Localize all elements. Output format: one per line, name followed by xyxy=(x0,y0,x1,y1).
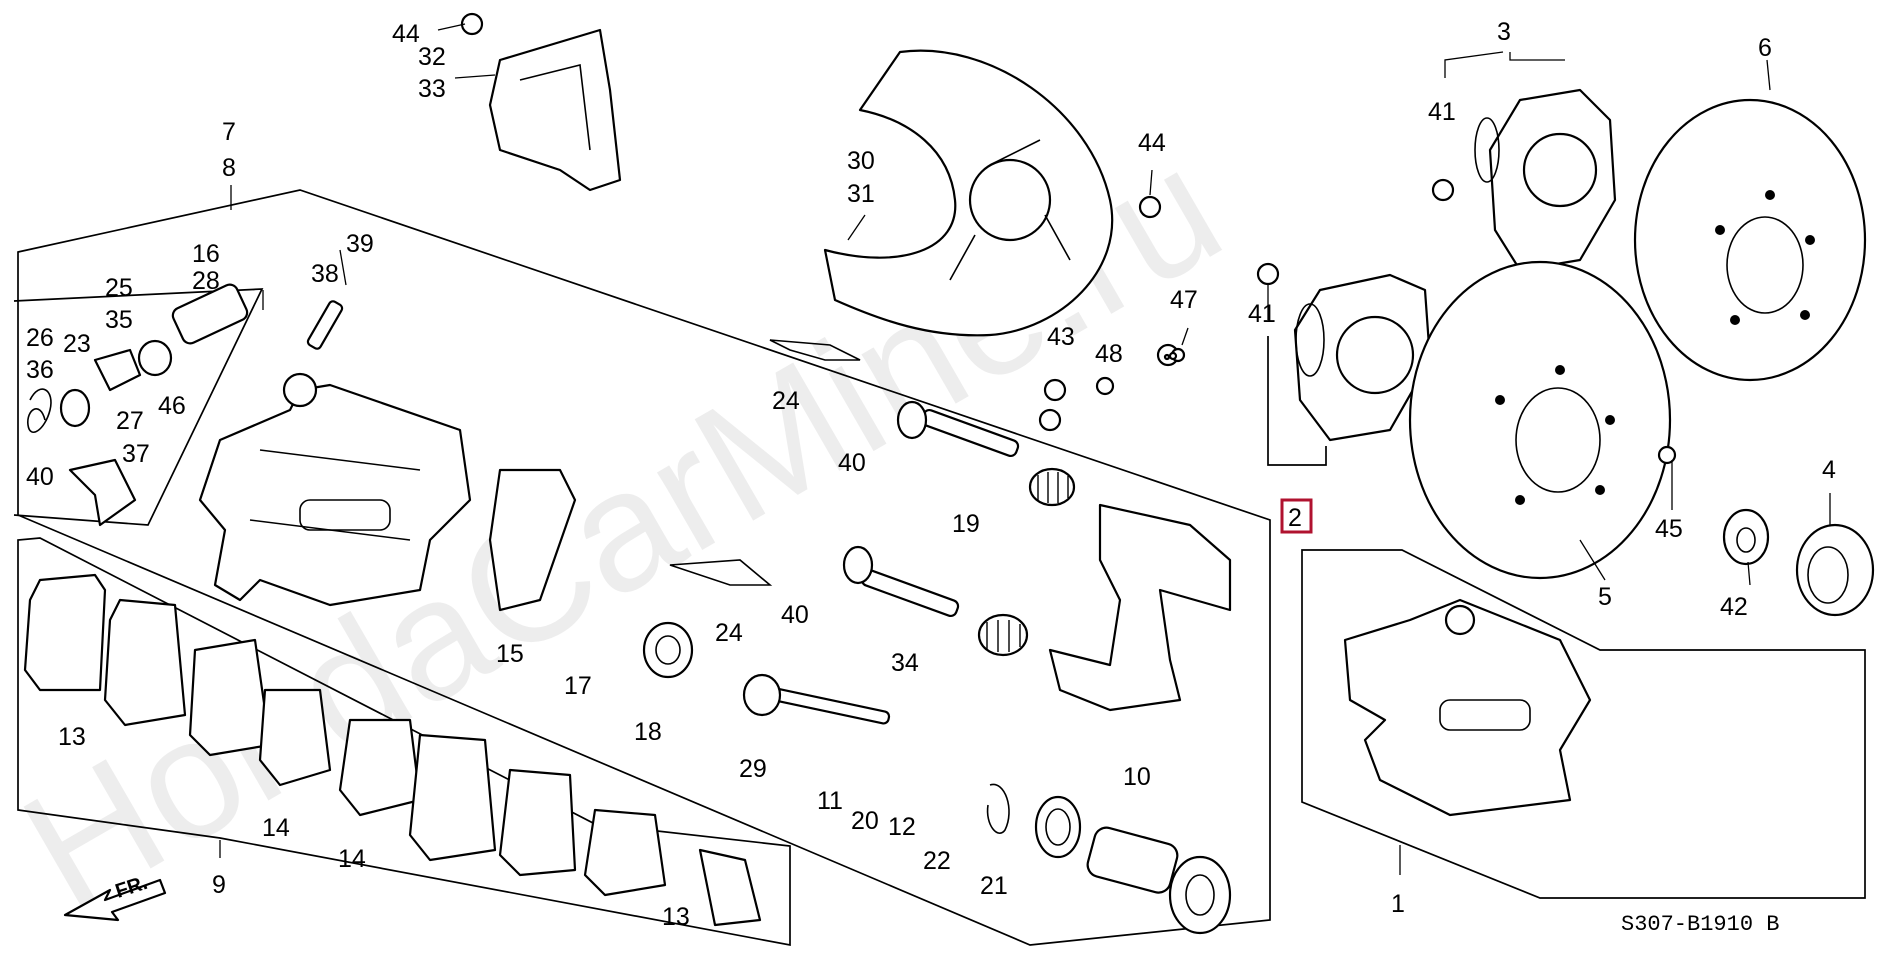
caliper-bracket-front xyxy=(1048,503,1232,712)
leader-lines xyxy=(219,23,1831,875)
hub-bearing-3 xyxy=(1474,88,1617,272)
callout-23: 23 xyxy=(63,330,91,358)
callout-40: 40 xyxy=(26,463,54,491)
slide-pin-lower xyxy=(842,545,960,618)
callout-29: 29 xyxy=(739,755,767,783)
callout-37: 37 xyxy=(122,440,150,468)
callout-46: 46 xyxy=(158,392,186,420)
callout-14b: 14 xyxy=(338,845,366,873)
callout-20: 20 xyxy=(851,807,879,835)
callout-32: 32 xyxy=(418,43,446,71)
callout-28: 28 xyxy=(192,267,220,295)
sub-frame-pin-kit xyxy=(13,288,264,526)
callout-14: 14 xyxy=(262,814,290,842)
callout-47: 47 xyxy=(1170,286,1198,314)
assembly-frame-hub xyxy=(1267,336,1327,466)
callout-18: 18 xyxy=(634,718,662,746)
spindle-nut xyxy=(1722,508,1770,566)
callout-10: 10 xyxy=(1123,763,1151,791)
guide-pin-kit-parts xyxy=(27,283,249,527)
callout-1: 1 xyxy=(1391,890,1405,918)
callout-27: 27 xyxy=(116,407,144,435)
caliper-bracket-top xyxy=(488,28,622,192)
callout-48: 48 xyxy=(1095,340,1123,368)
adjuster-spindle xyxy=(742,673,891,725)
callout-31: 31 xyxy=(847,180,875,208)
callout-2-highlight-box xyxy=(1280,498,1313,534)
callout-39: 39 xyxy=(346,230,374,258)
brake-pads xyxy=(23,573,762,927)
callout-8: 8 xyxy=(222,154,236,182)
callout-4: 4 xyxy=(1822,456,1836,484)
pin-boot-upper xyxy=(1028,467,1076,507)
sleeve xyxy=(642,621,694,679)
callout-16: 16 xyxy=(192,240,220,268)
callout-24b: 24 xyxy=(715,619,743,647)
callout-6: 6 xyxy=(1758,34,1772,62)
caliper-body-rear xyxy=(1343,598,1592,817)
callout-11: 11 xyxy=(817,787,843,815)
hub-cap xyxy=(1795,523,1875,617)
callout-22: 22 xyxy=(923,847,951,875)
pin-boot-lower xyxy=(977,613,1029,657)
assembly-frame-rear-caliper xyxy=(1301,549,1866,899)
callout-13b: 13 xyxy=(662,903,690,931)
callout-41: 41 xyxy=(1248,300,1276,328)
callout-33: 33 xyxy=(418,75,446,103)
callout-7: 7 xyxy=(222,118,236,146)
brake-disc-6 xyxy=(1633,98,1867,382)
callout-24: 24 xyxy=(772,387,800,415)
fr-arrow-icon xyxy=(63,878,167,922)
bolts xyxy=(460,12,1677,465)
callouts: 44 32 33 7 8 16 28 25 35 26 36 23 27 46 … xyxy=(26,18,1836,931)
caliper-body-front xyxy=(198,372,472,607)
callout-40b: 40 xyxy=(838,449,866,477)
circlip xyxy=(986,783,1010,834)
callout-25: 25 xyxy=(105,274,133,302)
hub-bearing-2 xyxy=(1293,273,1432,442)
callout-41b: 41 xyxy=(1428,98,1456,126)
assembly-frame-pads xyxy=(17,537,791,947)
callout-30: 30 xyxy=(847,147,875,175)
anti-rattle-clip-lower xyxy=(669,559,773,586)
callout-42: 42 xyxy=(1720,593,1748,621)
callout-12: 12 xyxy=(888,813,916,841)
callout-36: 36 xyxy=(26,356,54,384)
callout-13: 13 xyxy=(58,723,86,751)
callout-34: 34 xyxy=(891,649,919,677)
callout-9: 9 xyxy=(212,871,226,899)
callout-17: 17 xyxy=(564,672,592,700)
brake-disc-5 xyxy=(1408,260,1672,580)
slide-pin-upper xyxy=(896,400,1020,458)
callout-44: 44 xyxy=(392,20,420,48)
diagram-code: S307-B1910 B xyxy=(1621,912,1779,937)
callout-26: 26 xyxy=(26,324,54,352)
callout-43: 43 xyxy=(1047,323,1075,351)
callout-15: 15 xyxy=(496,640,524,668)
pad-spring-clip xyxy=(488,468,577,612)
callout-5: 5 xyxy=(1598,583,1612,611)
callout-19: 19 xyxy=(952,510,980,538)
callout-40c: 40 xyxy=(781,601,809,629)
callout-35: 35 xyxy=(105,306,133,334)
callout-21: 21 xyxy=(980,872,1008,900)
piston-seal xyxy=(1034,795,1082,859)
callout-44b: 44 xyxy=(1138,129,1166,157)
callout-3: 3 xyxy=(1497,18,1511,46)
callout-45: 45 xyxy=(1655,515,1683,543)
anti-rattle-clip-upper xyxy=(769,339,861,361)
bleeder-screw xyxy=(306,300,344,350)
dust-shield xyxy=(823,49,1114,337)
callout-2: 2 xyxy=(1288,504,1302,532)
piston xyxy=(1086,826,1232,935)
callout-38: 38 xyxy=(311,260,339,288)
